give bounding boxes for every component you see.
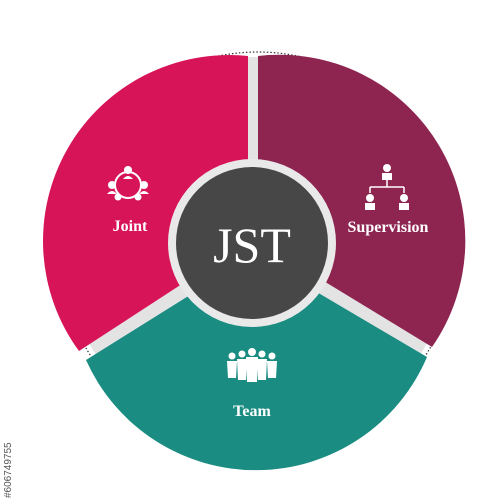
segment-label-team: Team [233,403,271,420]
stock-id-watermark: #606749755 [2,380,16,498]
stock-id-text: #606749755 [3,442,14,498]
diagram-title: JST [213,217,291,273]
center-circle [176,167,328,319]
segment-joint [43,55,248,352]
org-chart-icon [365,164,409,210]
segment-supervision [258,54,466,347]
group-circle-icon [107,166,149,201]
segment-label-supervision: Supervision [348,219,429,236]
segment-label-joint: Joint [113,218,148,235]
team-people-icon [227,348,277,382]
